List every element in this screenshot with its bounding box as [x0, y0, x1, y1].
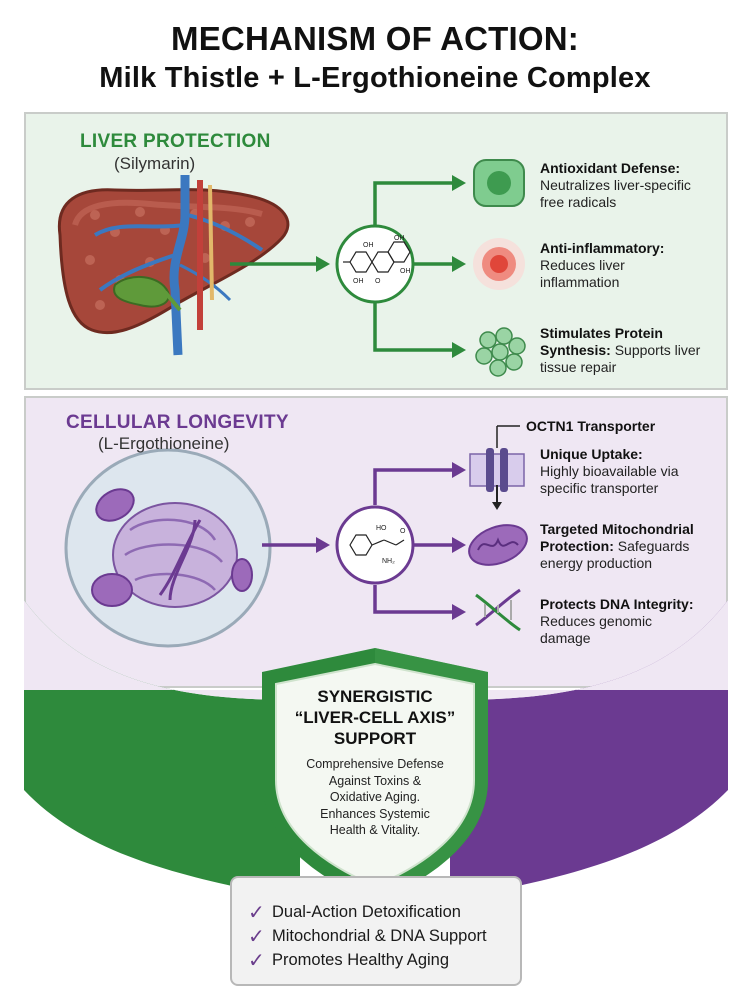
mitochondrial-text-2: energy production [540, 555, 653, 571]
inflammation-icon [473, 238, 525, 290]
ergothioneine-molecule-circle [335, 505, 415, 585]
antioxidant-text-1: Neutralizes liver-specific [540, 177, 691, 193]
dna-integrity-title: Protects DNA Integrity: [540, 596, 694, 612]
protein-synthesis-title-1: Stimulates Protein [540, 325, 663, 341]
silymarin-molecule-circle [335, 224, 415, 304]
silymarin-o: O [375, 278, 381, 285]
benefits-checklist: ✓ Dual-Action Detoxification ✓ Mitochond… [230, 876, 522, 986]
anti-inflammatory-title: Anti-inflammatory: [540, 240, 665, 256]
dna-integrity-benefit: Protects DNA Integrity: Reduces genomic … [540, 596, 730, 647]
page-title-line-2: Milk Thistle + L-Ergothioneine Complex [99, 62, 651, 94]
silymarin-structure [343, 241, 411, 273]
mitochondrial-title-2: Protection: [540, 538, 614, 554]
checkmark-icon: ✓ [248, 902, 265, 924]
unique-uptake-text-2: specific transporter [540, 480, 659, 496]
silymarin-oh-4: OH [353, 278, 364, 285]
checklist-item: ✓ Dual-Action Detoxification [248, 900, 461, 925]
checkmark-icon: ✓ [248, 950, 265, 972]
shield-body-line-1: Comprehensive Defense [306, 757, 444, 771]
anti-inflammatory-text-2: inflammation [540, 274, 620, 290]
antioxidant-cell-icon [473, 159, 525, 207]
shield-body-line-3: Oxidative Aging. [329, 790, 421, 804]
mitochondrial-benefit: Targeted Mitochondrial Protection: Safeg… [540, 521, 730, 572]
shield-body: Comprehensive Defense Against Toxins & O… [288, 756, 462, 839]
shield-body-line-5: Health & Vitality. [329, 823, 421, 837]
page-title-line-1: MECHANISM OF ACTION: [171, 20, 579, 57]
checkmark-icon: ✓ [248, 926, 265, 948]
mitochondria-icon [468, 524, 528, 566]
transporter-icon [469, 425, 525, 510]
antioxidant-benefit: Antioxidant Defense: Neutralizes liver-s… [540, 160, 730, 211]
unique-uptake-text-1: Highly bioavailable via [540, 463, 679, 479]
silymarin-oh-2: OH [394, 235, 405, 242]
silymarin-oh-1: OH [363, 242, 374, 249]
cell-arrowheads [316, 462, 466, 620]
anti-inflammatory-text-1: Reduces liver [540, 257, 625, 273]
liver-arrows [230, 181, 455, 352]
anti-inflammatory-benefit: Anti-inflammatory: Reduces liver inflamm… [540, 240, 730, 291]
shield-title-line-1: SYNERGISTIC [317, 687, 433, 706]
silymarin-oh-3: OH [400, 268, 411, 275]
protein-synthesis-title-2: Synthesis: [540, 342, 611, 358]
antioxidant-text-2: free radicals [540, 194, 617, 210]
checklist-item: ✓ Mitochondrial & DNA Support [248, 924, 487, 949]
antioxidant-title: Antioxidant Defense: [540, 160, 681, 176]
protein-synthesis-text-1: Supports liver [614, 342, 701, 358]
octn1-transporter-label: OCTN1 Transporter [526, 418, 656, 434]
mitochondrial-title-1: Targeted Mitochondrial [540, 521, 694, 537]
protein-synthesis-text-2: tissue repair [540, 359, 617, 375]
shield-title: SYNERGISTIC “LIVER-CELL AXIS” SUPPORT [275, 686, 475, 749]
ergothioneine-nh2: NH₂ [382, 558, 395, 565]
shield-body-line-4: Enhances Systemic [320, 806, 430, 821]
cell-arrows [262, 468, 455, 614]
dna-icon [475, 588, 521, 632]
checklist-item: ✓ Promotes Healthy Aging [248, 948, 449, 973]
shield-title-line-2: “LIVER-CELL AXIS” [294, 708, 456, 727]
liver-illustration [57, 175, 290, 356]
dna-integrity-text-2: damage [540, 630, 591, 646]
cell-panel-heading: CELLULAR LONGEVITY [66, 412, 289, 433]
shield-body-line-2: Against Toxins & [328, 773, 422, 788]
protein-cluster-icon [475, 327, 526, 377]
checklist-item-label: Mitochondrial & DNA Support [272, 927, 487, 945]
unique-uptake-benefit: Unique Uptake: Highly bioavailable via s… [540, 446, 730, 497]
liver-panel-subheading: (Silymarin) [114, 154, 196, 173]
ergothioneine-structure [349, 534, 405, 556]
mitochondrial-text-1: Safeguards [617, 538, 690, 554]
cell-illustration [64, 448, 272, 648]
liver-arrowheads [316, 175, 466, 358]
cell-panel-subheading: (L-Ergothioneine) [98, 434, 230, 453]
liver-panel-heading: LIVER PROTECTION [80, 131, 271, 152]
ergothioneine-ho: HO [376, 525, 387, 532]
dna-integrity-text-1: Reduces genomic [540, 613, 653, 629]
protein-synthesis-benefit: Stimulates Protein Synthesis: Supports l… [540, 325, 730, 376]
unique-uptake-title: Unique Uptake: [540, 446, 643, 462]
checklist-item-label: Dual-Action Detoxification [272, 903, 461, 921]
shield-title-line-3: SUPPORT [333, 729, 417, 748]
checklist-item-label: Promotes Healthy Aging [272, 951, 450, 969]
ergothioneine-o: O [400, 528, 406, 535]
